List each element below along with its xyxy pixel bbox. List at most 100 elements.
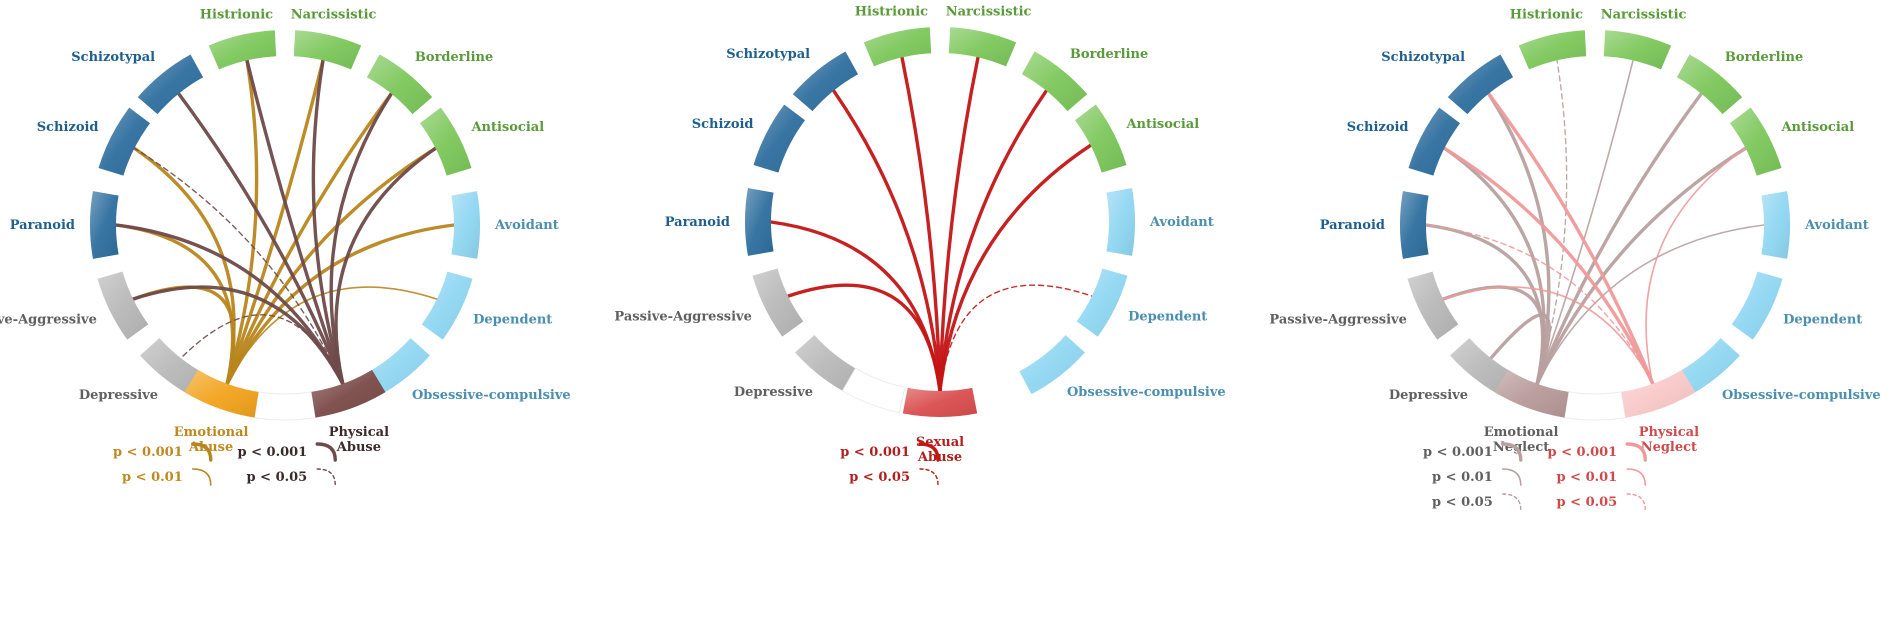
legend-label: p < 0.01 xyxy=(1432,470,1493,485)
chord-ea-histrionic xyxy=(225,58,259,386)
legend-label: p < 0.001 xyxy=(1547,445,1617,460)
legend-swatch xyxy=(1501,442,1523,462)
legend-en: p < 0.001 p < 0.01 p < 0.05 xyxy=(1423,442,1523,511)
source-label-pa: Physical xyxy=(329,425,389,440)
legend-swatch xyxy=(919,468,939,486)
segment-gloss xyxy=(140,338,206,398)
legend-pa: p < 0.001 p < 0.05 xyxy=(237,442,337,486)
label-dependent: Dependent xyxy=(473,313,552,328)
segment-empty xyxy=(253,391,317,421)
label-paranoid: Paranoid xyxy=(665,215,730,230)
chord-ea-borderline xyxy=(225,91,394,386)
label-histrionic: Histrionic xyxy=(200,8,273,23)
label-borderline: Borderline xyxy=(1725,50,1803,65)
label-passive: Passive-Aggressive xyxy=(0,313,97,328)
segment-gloss xyxy=(1731,271,1783,340)
segment-gloss xyxy=(366,54,433,115)
segment-gloss xyxy=(421,271,473,340)
source-gloss xyxy=(1494,369,1569,418)
connections xyxy=(114,58,456,386)
chord-pn-antisocial xyxy=(1645,147,1747,385)
segment-gloss xyxy=(792,51,859,112)
legend-swatch xyxy=(315,442,337,462)
legend-label: p < 0.05 xyxy=(247,470,308,485)
chord-en-passive xyxy=(1441,285,1546,386)
label-schizotypal: Schizotypal xyxy=(726,47,810,62)
segment-gloss xyxy=(752,268,804,337)
segment-gloss xyxy=(90,191,119,259)
segment-empty xyxy=(1563,391,1627,421)
label-narcissistic: Narcissistic xyxy=(291,8,377,23)
connections xyxy=(769,55,1093,393)
chord-sa-borderline xyxy=(938,88,1049,393)
legend-label: p < 0.001 xyxy=(237,445,307,460)
segment-gloss xyxy=(1518,30,1587,70)
source-gloss xyxy=(1621,369,1696,418)
label-avoidant: Avoidant xyxy=(1149,215,1214,230)
chord-pn-passive xyxy=(1442,286,1654,385)
legend-swatch xyxy=(1626,468,1647,486)
segment-gloss xyxy=(419,107,472,176)
chord-pa-schizotypal xyxy=(176,91,345,386)
segment-gloss xyxy=(208,30,277,70)
label-borderline: Borderline xyxy=(1070,47,1148,62)
legend-label: p < 0.05 xyxy=(1432,495,1493,510)
segment-gloss xyxy=(451,191,481,259)
legend-label: p < 0.01 xyxy=(122,470,183,485)
segment-gloss xyxy=(1106,188,1135,256)
label-histrionic: Histrionic xyxy=(1510,8,1583,23)
label-schizoid: Schizoid xyxy=(1347,120,1409,135)
label-obsessive: Obsessive-compulsive xyxy=(412,388,571,403)
label-avoidant: Avoidant xyxy=(494,218,559,233)
chord-pn-schizotypal xyxy=(1486,91,1655,386)
label-borderline: Borderline xyxy=(415,50,493,65)
source-label-ea: Emotional xyxy=(174,425,249,440)
label-narcissistic: Narcissistic xyxy=(1601,8,1687,23)
chord-ea-narcissistic xyxy=(225,58,325,386)
legend-swatch xyxy=(1501,468,1522,486)
chord-ea-antisocial xyxy=(225,146,438,386)
chord-sa-schizotypal xyxy=(831,88,942,393)
legend-label: p < 0.001 xyxy=(113,445,183,460)
legend-label: p < 0.001 xyxy=(1423,445,1493,460)
legend-swatch xyxy=(1625,442,1647,462)
legend-label: p < 0.01 xyxy=(1557,470,1618,485)
source-label-en: Emotional xyxy=(1484,425,1559,440)
label-obsessive: Obsessive-compulsive xyxy=(1067,385,1226,400)
chord-pn-schizoid xyxy=(1442,146,1655,386)
legend-label: p < 0.05 xyxy=(1557,495,1618,510)
segment-gloss xyxy=(1603,30,1672,70)
chord-pa-narcissistic xyxy=(311,58,345,386)
segment-gloss xyxy=(97,271,149,340)
label-antisocial: Antisocial xyxy=(1125,117,1199,132)
segment-gloss xyxy=(1676,54,1743,115)
segment-gloss xyxy=(745,188,774,256)
segment-gloss xyxy=(1407,271,1459,340)
segment-gloss xyxy=(1076,268,1128,337)
legend-ea: p < 0.001 p < 0.01 xyxy=(113,442,213,486)
label-paranoid: Paranoid xyxy=(1320,218,1385,233)
source-gloss xyxy=(311,369,386,418)
chord-en-borderline xyxy=(1535,91,1704,386)
legend-pn: p < 0.001 p < 0.01 p < 0.05 xyxy=(1547,442,1647,511)
connections xyxy=(1424,59,1765,386)
segment-gloss xyxy=(137,54,204,115)
segment-gloss xyxy=(1674,338,1740,398)
legend-swatch xyxy=(316,468,336,486)
segment-empty xyxy=(841,367,906,414)
segment-gloss xyxy=(795,335,861,395)
segment-gloss xyxy=(293,30,362,70)
source-label-pa: Abuse xyxy=(336,440,381,455)
segment-gloss xyxy=(863,27,932,67)
chord-pa-antisocial xyxy=(334,146,438,386)
source-label-pn: Neglect xyxy=(1641,440,1697,455)
label-passive: Passive-Aggressive xyxy=(1269,313,1406,328)
chord-sa-histrionic xyxy=(900,55,942,393)
label-depressive: Depressive xyxy=(734,385,813,400)
